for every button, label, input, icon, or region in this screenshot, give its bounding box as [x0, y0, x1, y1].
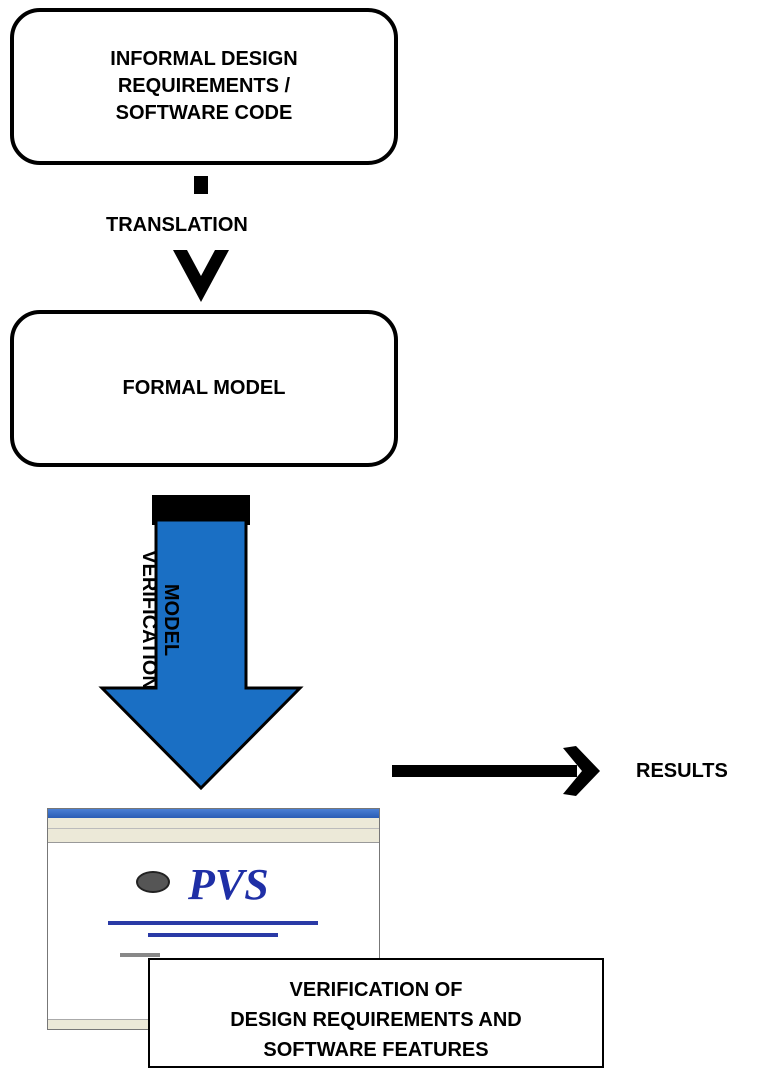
results-arrow-shaft — [392, 765, 577, 777]
informal-requirements-node: INFORMAL DESIGN REQUIREMENTS / SOFTWARE … — [10, 8, 398, 165]
informal-requirements-label: INFORMAL DESIGN REQUIREMENTS / SOFTWARE … — [110, 48, 298, 124]
screenshot-text-line — [148, 933, 278, 937]
screenshot-logo — [136, 871, 170, 893]
screenshot-menubar — [48, 818, 379, 829]
pvs-logo-text: PVS — [188, 860, 269, 909]
screenshot-text-line — [108, 921, 318, 925]
translation-label: TRANSLATION — [106, 214, 248, 236]
screenshot-text-line — [120, 953, 160, 957]
results-label: RESULTS — [636, 760, 728, 782]
translation-arrow-stem — [194, 176, 208, 194]
verification-node: VERIFICATION OF DESIGN REQUIREMENTS AND … — [148, 958, 604, 1068]
formal-model-label: FORMAL MODEL — [122, 377, 286, 399]
formal-model-node: FORMAL MODEL — [10, 310, 398, 467]
screenshot-toolbar — [48, 829, 379, 843]
screenshot-titlebar — [48, 809, 379, 818]
model-verification-arrow-body — [98, 518, 304, 791]
model-verification-label: MODEL VERIFICATION — [138, 550, 182, 690]
translation-arrowhead — [173, 250, 229, 302]
results-arrowhead — [563, 746, 600, 796]
